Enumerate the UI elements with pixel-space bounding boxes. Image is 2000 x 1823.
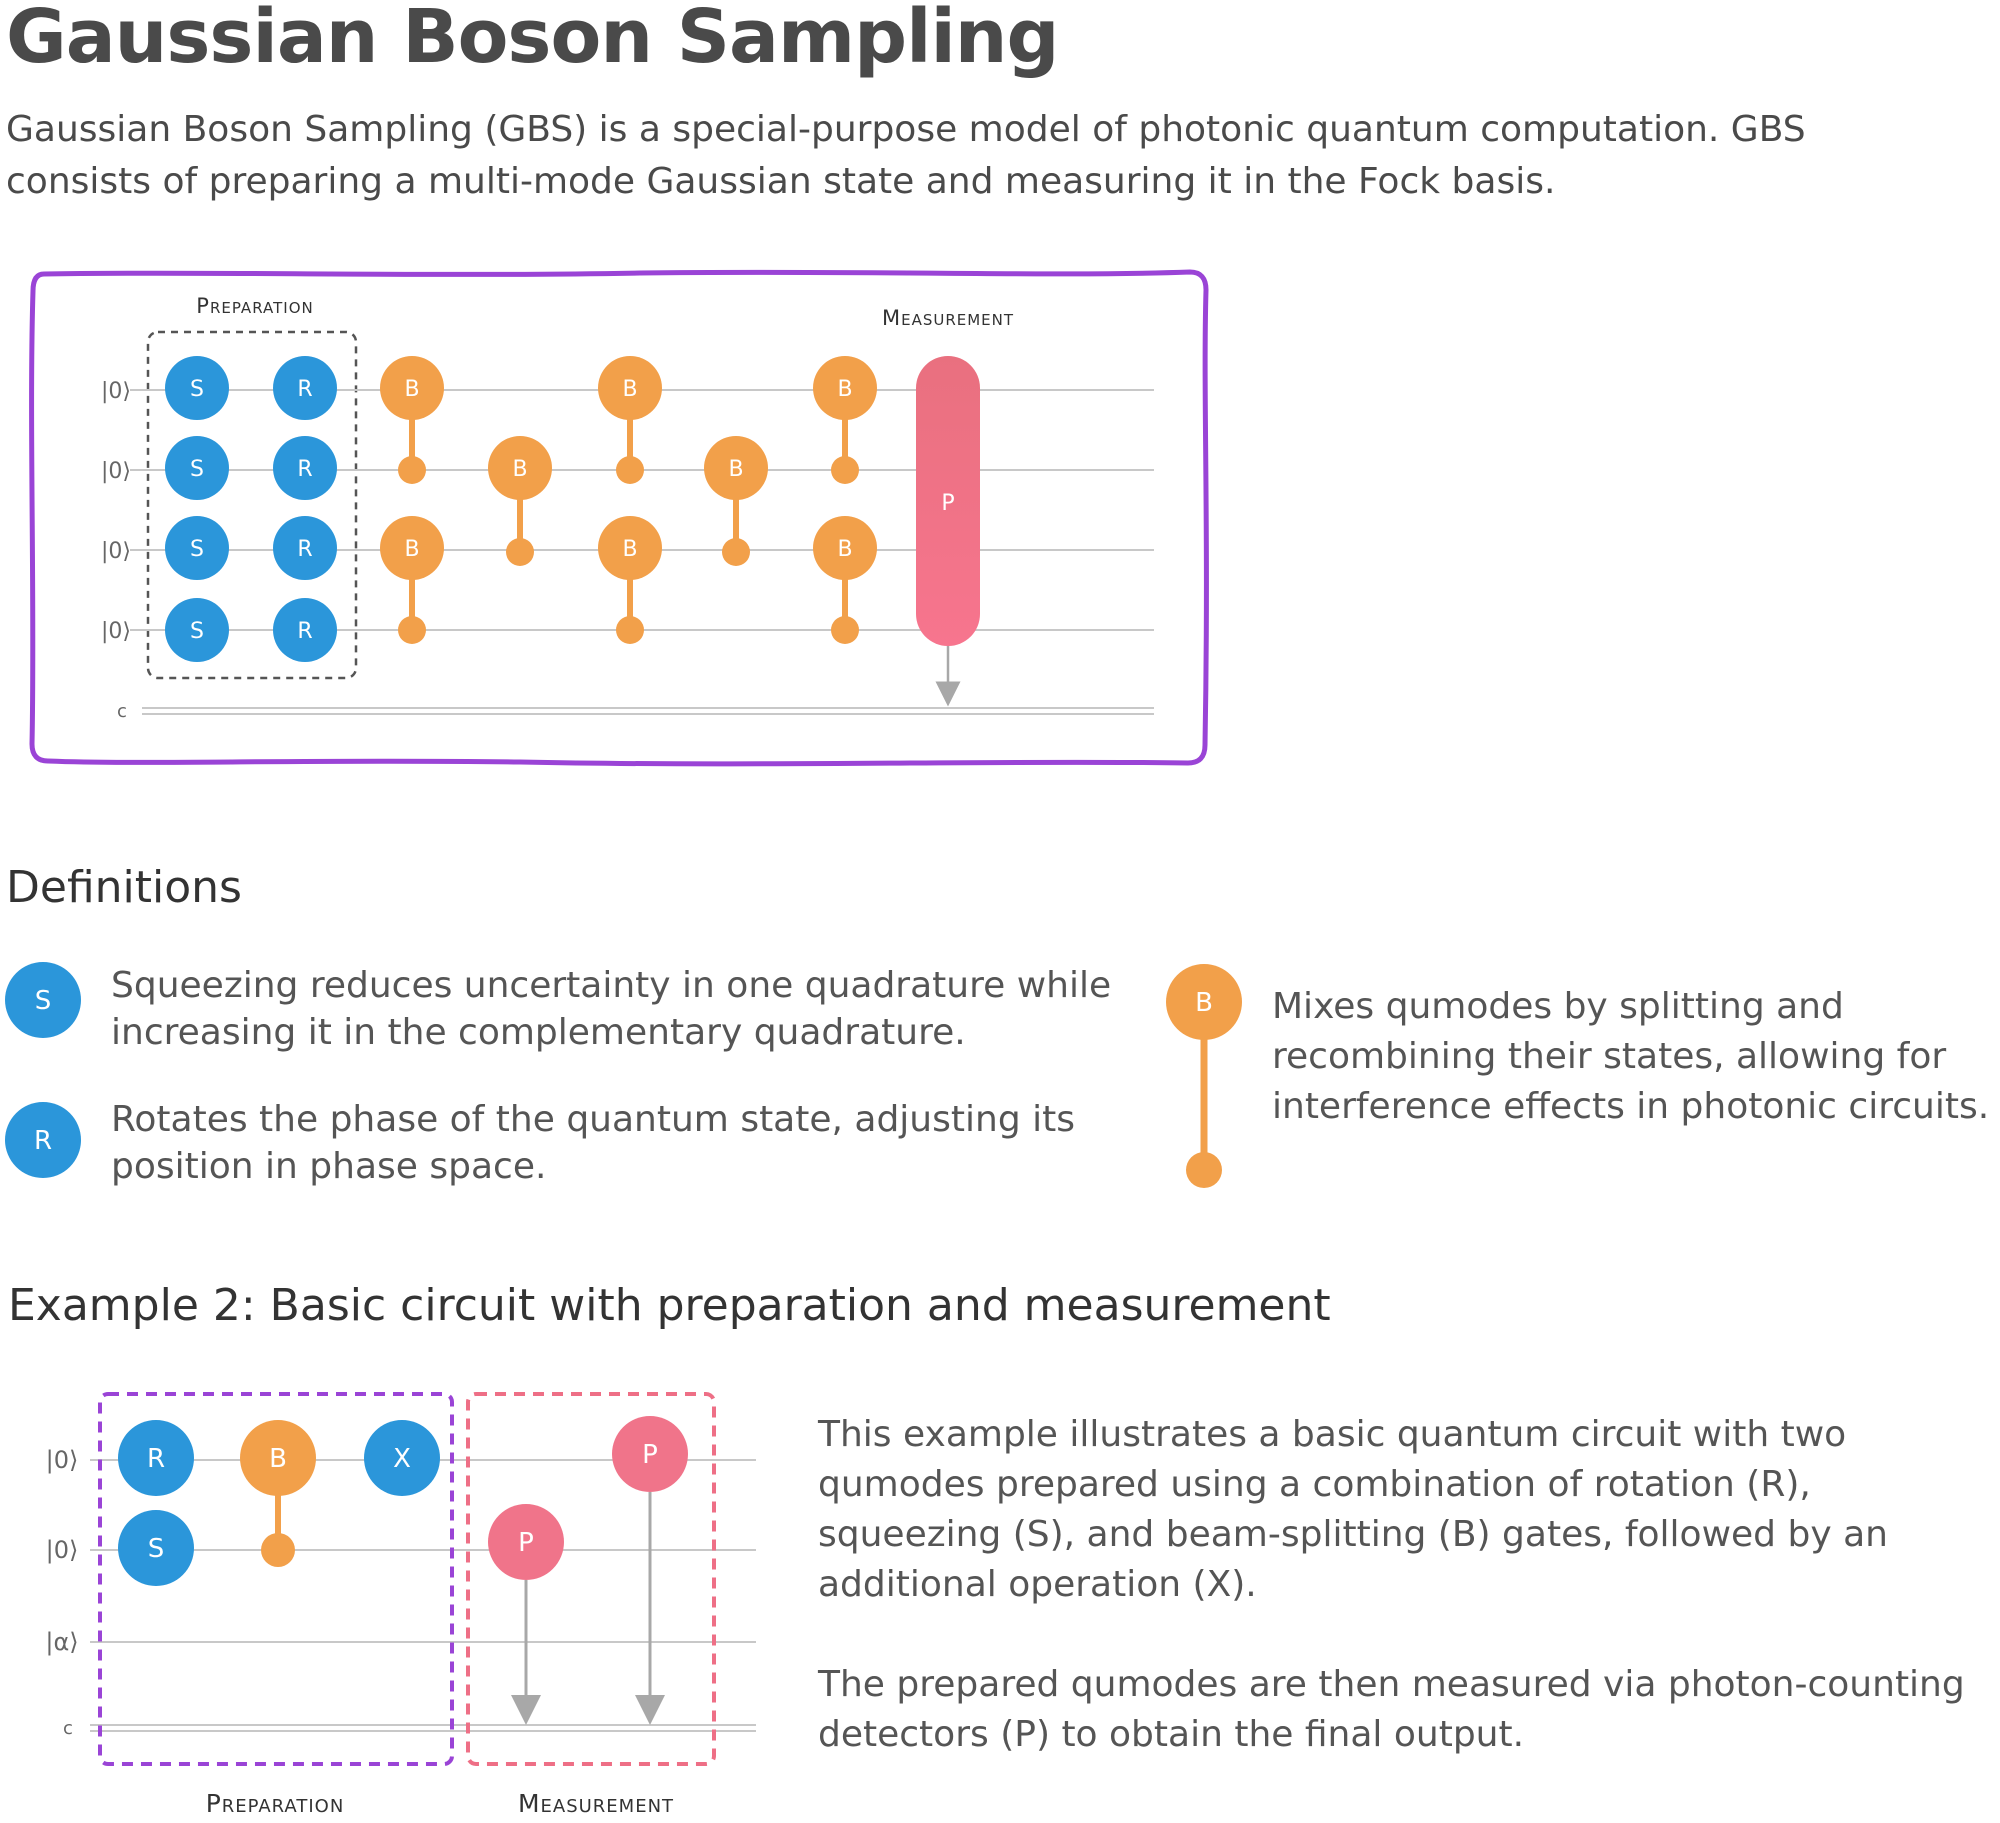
svg-text:B: B: [837, 377, 852, 402]
svg-text:X: X: [393, 1444, 411, 1474]
mode-label: |0⟩: [46, 1446, 79, 1474]
svg-text:B: B: [622, 537, 637, 562]
example-circuit-diagram: |0⟩ |0⟩ |α⟩ c R B X S P P Preparation Me…: [45, 1392, 756, 1818]
photon-detector: P: [916, 356, 980, 707]
svg-text:R: R: [147, 1444, 165, 1474]
svg-text:R: R: [297, 377, 312, 402]
beamsplitter-icon: B: [1166, 964, 1242, 1188]
example-preparation-label: Preparation: [206, 1789, 345, 1818]
rotation-gate: R: [118, 1420, 194, 1496]
squeeze-gate: S: [165, 516, 229, 580]
rotation-gate: R: [273, 598, 337, 662]
circuit-frame: [29, 269, 1209, 767]
rotate-icon: R: [5, 1102, 81, 1178]
beamsplit-definition: Mixes qumodes by splitting and recombini…: [1272, 986, 1990, 1127]
squeeze-gate: S: [165, 436, 229, 500]
svg-text:B: B: [512, 457, 527, 482]
svg-text:S: S: [148, 1534, 165, 1564]
beamsplitter-gate: B: [488, 436, 552, 566]
example-measurement-label: Measurement: [518, 1789, 674, 1818]
example-description-2: The prepared qumodes are then measured v…: [818, 1664, 1965, 1755]
svg-text:R: R: [297, 537, 312, 562]
mode-label: |α⟩: [45, 1628, 78, 1656]
squeeze-gate: S: [165, 356, 229, 420]
svg-text:R: R: [34, 1126, 52, 1156]
svg-text:P: P: [518, 1528, 534, 1558]
beamsplitter-gate: B: [240, 1420, 316, 1567]
beamsplitter-gate: B: [813, 356, 877, 484]
mode-label: |0⟩: [101, 539, 131, 564]
svg-text:B: B: [269, 1444, 287, 1474]
svg-text:S: S: [190, 619, 204, 644]
classical-label: c: [117, 701, 127, 722]
svg-text:B: B: [404, 377, 419, 402]
svg-text:R: R: [297, 619, 312, 644]
beamsplitter-gate: B: [704, 436, 768, 566]
preparation-box: [146, 330, 358, 680]
mode-label: |0⟩: [101, 459, 131, 484]
svg-text:S: S: [190, 537, 204, 562]
rotate-definition: Rotates the phase of the quantum state, …: [111, 1099, 1075, 1187]
squeeze-gate: S: [165, 598, 229, 662]
mode-label: |0⟩: [46, 1536, 79, 1564]
squeeze-gate: S: [118, 1510, 194, 1586]
page-title: Gaussian Boson Sampling: [6, 0, 1059, 80]
example-heading: Example 2: Basic circuit with preparatio…: [8, 1280, 1331, 1331]
example-description-1: This example illustrates a basic quantum…: [818, 1414, 1888, 1605]
beamsplitter-gate: B: [380, 516, 444, 644]
beamsplitter-gate: B: [598, 356, 662, 484]
rotation-gate: R: [273, 356, 337, 420]
intro-paragraph: Gaussian Boson Sampling (GBS) is a speci…: [6, 109, 1806, 202]
example-description: This example illustrates a basic quantum…: [818, 1410, 1978, 1810]
svg-text:S: S: [35, 986, 52, 1016]
beamsplitter-gate: B: [380, 356, 444, 484]
svg-text:S: S: [190, 377, 204, 402]
svg-text:B: B: [1195, 988, 1213, 1018]
gbs-circuit-diagram: Preparation Measurement |0⟩ |0⟩ |0⟩ |0⟩ …: [29, 269, 1209, 767]
x-gate: X: [364, 1420, 440, 1496]
rotation-gate: R: [273, 516, 337, 580]
squeeze-icon: S: [5, 962, 81, 1038]
mode-label: |0⟩: [101, 619, 131, 644]
example-wires: [90, 1459, 756, 1732]
svg-text:R: R: [297, 457, 312, 482]
svg-text:P: P: [941, 491, 954, 516]
photon-detector: P: [612, 1416, 688, 1725]
svg-text:B: B: [837, 537, 852, 562]
svg-text:S: S: [190, 457, 204, 482]
beamsplitter-gate: B: [813, 516, 877, 644]
definitions-heading: Definitions: [6, 862, 242, 913]
example-measurement-box: [466, 1392, 716, 1766]
photon-detector: P: [488, 1504, 564, 1725]
svg-text:B: B: [404, 537, 419, 562]
rotation-gate: R: [273, 436, 337, 500]
svg-text:B: B: [622, 377, 637, 402]
example-preparation-box: [98, 1392, 454, 1766]
squeeze-definition: Squeezing reduces uncertainty in one qua…: [111, 965, 1112, 1053]
svg-text:P: P: [642, 1440, 658, 1470]
beamsplitter-definition-icon: B: [1166, 964, 1242, 1188]
beamsplitter-gate: B: [598, 516, 662, 644]
measurement-label: Measurement: [882, 306, 1014, 330]
svg-text:B: B: [728, 457, 743, 482]
classical-label: c: [63, 1718, 73, 1739]
preparation-label: Preparation: [196, 294, 313, 318]
definition-icons: S R: [5, 962, 81, 1178]
mode-label: |0⟩: [101, 379, 131, 404]
